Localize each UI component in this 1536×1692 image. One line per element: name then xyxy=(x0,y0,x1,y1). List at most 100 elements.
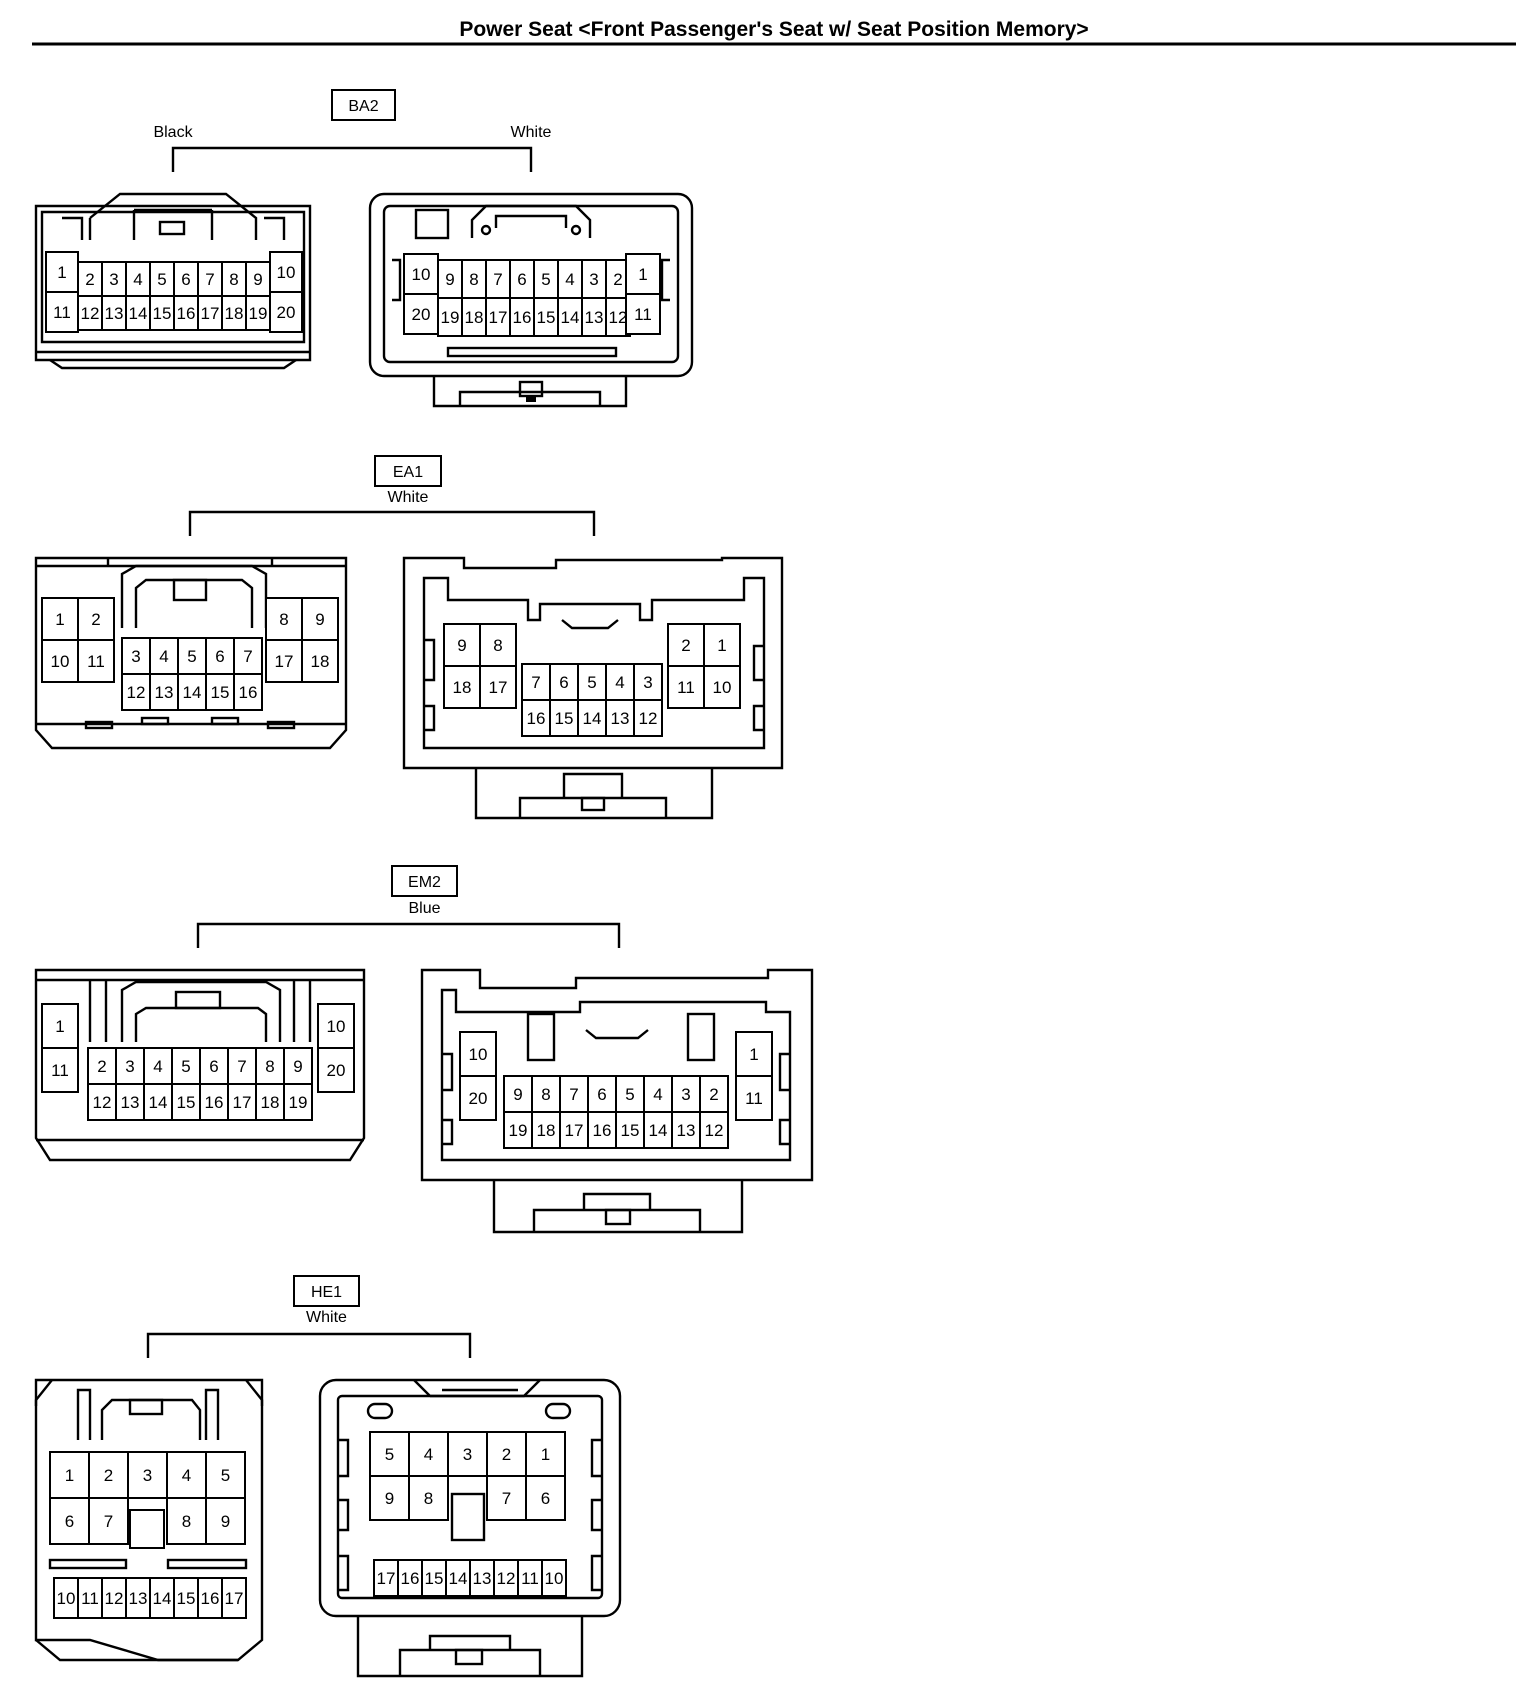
pin-cavity: 1 xyxy=(41,597,79,641)
pin-cavity: 1 xyxy=(49,1451,90,1499)
pin-cavity: 7 xyxy=(197,261,223,297)
diagram-title: Power Seat <Front Passenger's Seat w/ Se… xyxy=(459,18,1088,41)
pin-number: 7 xyxy=(243,647,252,666)
pin-number: 14 xyxy=(129,304,148,323)
pin-number: 9 xyxy=(457,636,466,655)
pin-cavity: 9 xyxy=(283,1047,313,1085)
pin-cavity: 19 xyxy=(245,295,271,331)
pin-number: 20 xyxy=(327,1061,346,1080)
pin-cavity: 17 xyxy=(485,297,511,337)
pin-cavity: 4 xyxy=(149,637,179,675)
pin-cavity: 6 xyxy=(587,1075,617,1113)
pin-cavity: 8 xyxy=(166,1497,207,1545)
pin-number: 5 xyxy=(157,270,166,289)
pin-number: 16 xyxy=(401,1569,420,1588)
pin-number: 3 xyxy=(643,673,652,692)
pin-number: 17 xyxy=(225,1589,244,1608)
pin-number: 6 xyxy=(517,270,526,289)
pin-cavity: 11 xyxy=(77,639,115,683)
pin-number: 12 xyxy=(705,1121,724,1140)
connector-id: HE1 xyxy=(311,1284,342,1301)
connector-id: BA2 xyxy=(348,98,378,115)
pin-number: 3 xyxy=(463,1445,472,1464)
pin-number: 18 xyxy=(311,652,330,671)
pin-cavity: 20 xyxy=(269,291,303,333)
pin-cavity: 15 xyxy=(173,1577,199,1619)
pin-number: 7 xyxy=(502,1489,511,1508)
pin-cavity: 11 xyxy=(625,293,661,335)
pin-cavity: 2 xyxy=(486,1431,527,1477)
pin-number: 16 xyxy=(513,308,532,327)
pin-cavity: 3 xyxy=(121,637,151,675)
pin-cavity: 18 xyxy=(255,1083,285,1121)
pin-cavity: 8 xyxy=(531,1075,561,1113)
ea1-right-housing xyxy=(402,556,784,820)
pin-cavity: 12 xyxy=(77,295,103,331)
connector-color: Blue xyxy=(408,900,440,917)
pin-cavity: 8 xyxy=(408,1475,449,1521)
pin-cavity: 17 xyxy=(479,665,517,709)
pin-cavity: 19 xyxy=(283,1083,313,1121)
pin-number: 2 xyxy=(681,636,690,655)
pin-cavity: 4 xyxy=(557,259,583,299)
pin-number: 13 xyxy=(121,1093,140,1112)
pin-cavity: 12 xyxy=(699,1111,729,1149)
connector-id-box xyxy=(374,455,442,487)
pin-number: 11 xyxy=(87,652,105,671)
he1-right-housing xyxy=(318,1378,622,1678)
connector-em2: EM2 Blue xyxy=(34,865,814,1234)
pin-number: 2 xyxy=(613,270,622,289)
pin-cavity: 7 xyxy=(233,637,263,675)
pin-cavity: 17 xyxy=(559,1111,589,1149)
pin-number: 13 xyxy=(677,1121,696,1140)
pin-number: 4 xyxy=(424,1445,433,1464)
pin-cavity: 5 xyxy=(149,261,175,297)
pin-cavity: 2 xyxy=(667,623,705,667)
pin-number: 7 xyxy=(569,1085,578,1104)
pin-cavity: 2 xyxy=(77,597,115,641)
pin-cavity: 15 xyxy=(171,1083,201,1121)
pin-number: 9 xyxy=(513,1085,522,1104)
pin-number: 12 xyxy=(93,1093,112,1112)
pin-cavity: 13 xyxy=(581,297,607,337)
pin-number: 3 xyxy=(125,1057,134,1076)
em2-right-housing xyxy=(420,968,814,1234)
pin-cavity: 16 xyxy=(199,1083,229,1121)
pin-cavity: 16 xyxy=(397,1559,423,1597)
pin-number: 18 xyxy=(465,308,484,327)
pin-cavity: 9 xyxy=(369,1475,410,1521)
pin-number: 15 xyxy=(177,1589,196,1608)
pin-cavity: 1 xyxy=(41,1003,79,1049)
pin-cavity: 7 xyxy=(521,663,551,701)
pin-cavity: 12 xyxy=(101,1577,127,1619)
pin-cavity: 1 xyxy=(525,1431,566,1477)
pin-number: 1 xyxy=(65,1466,74,1485)
pin-cavity: 4 xyxy=(408,1431,449,1477)
pin-number: 14 xyxy=(183,683,202,702)
ba2-left-housing xyxy=(34,192,312,370)
pin-cavity: 3 xyxy=(115,1047,145,1085)
pin-cavity: 14 xyxy=(445,1559,471,1597)
pin-number: 17 xyxy=(275,652,294,671)
pin-number: 16 xyxy=(527,709,546,728)
connector-bracket xyxy=(171,146,533,172)
pin-number: 12 xyxy=(127,683,146,702)
pin-cavity: 3 xyxy=(127,1451,168,1499)
pin-cavity: 5 xyxy=(205,1451,246,1499)
pin-number: 11 xyxy=(81,1589,99,1608)
pin-number: 3 xyxy=(589,270,598,289)
pin-number: 12 xyxy=(497,1569,516,1588)
pin-cavity: 13 xyxy=(469,1559,495,1597)
pin-cavity: 1 xyxy=(45,251,79,293)
pin-cavity: 13 xyxy=(101,295,127,331)
pin-number: 14 xyxy=(449,1569,468,1588)
connector-color-right: White xyxy=(511,124,552,141)
pin-cavity: 18 xyxy=(443,665,481,709)
pin-cavity: 11 xyxy=(735,1075,773,1121)
pin-cavity: 9 xyxy=(503,1075,533,1113)
connector-id: EA1 xyxy=(393,464,423,481)
pin-number: 17 xyxy=(201,304,220,323)
pin-cavity: 18 xyxy=(461,297,487,337)
pin-cavity: 17 xyxy=(227,1083,257,1121)
